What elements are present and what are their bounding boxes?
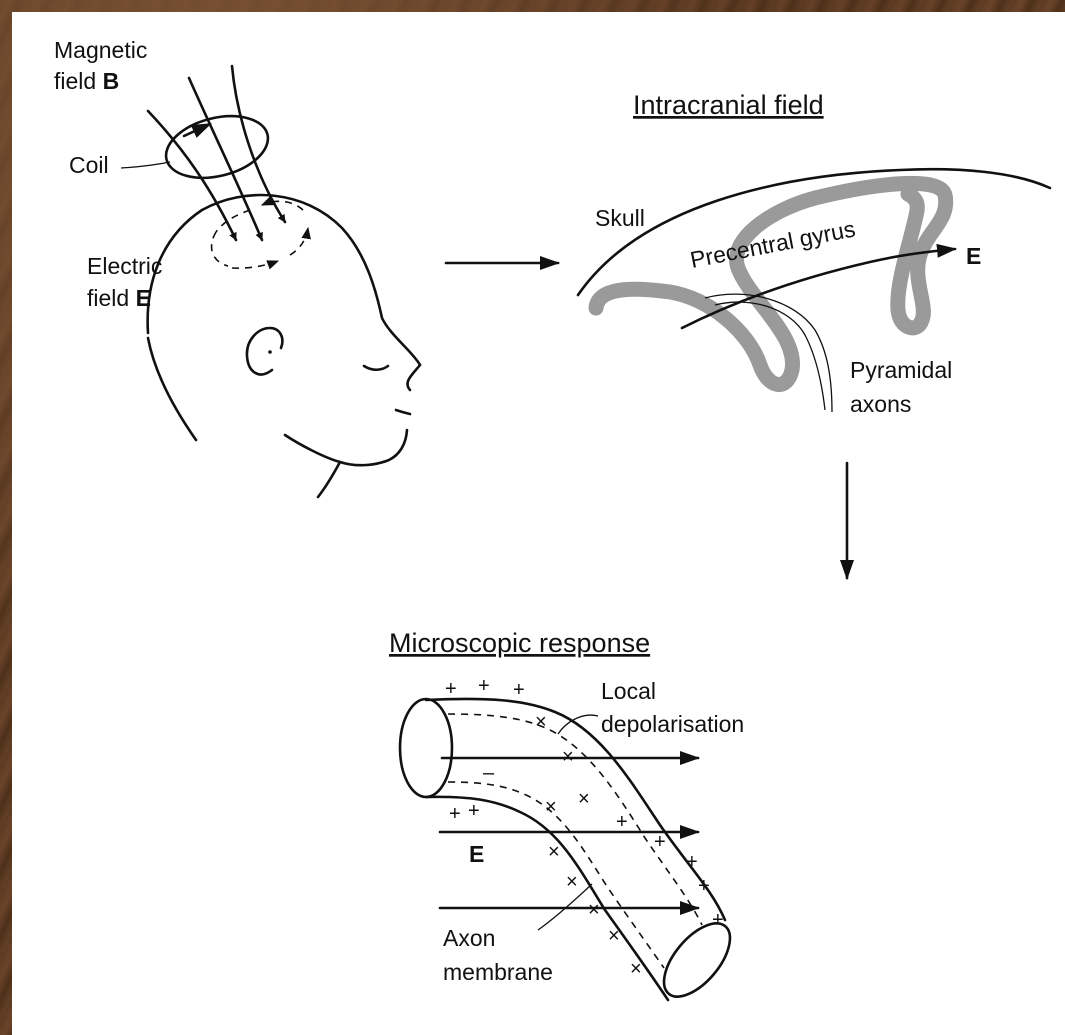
- svg-text:+: +: [513, 679, 525, 701]
- coil-label: Coil: [69, 152, 109, 178]
- svg-text:×: ×: [588, 899, 600, 921]
- local-label-line2: depolarisation: [601, 711, 744, 737]
- svg-text:×: ×: [548, 841, 560, 863]
- svg-text:×: ×: [578, 788, 590, 810]
- svg-text:–: –: [483, 762, 495, 784]
- coil-leader-line: [121, 162, 170, 168]
- magnetic-symbol: B: [103, 68, 120, 94]
- axon-label-line2: membrane: [443, 959, 553, 985]
- diagram-panel: Magnetic field B Coil Electric field E I…: [12, 12, 1065, 1035]
- svg-text:+: +: [445, 678, 457, 700]
- gyrus-label: Precentral gyrus: [688, 215, 857, 272]
- microscopic-title: Microscopic response: [389, 628, 650, 658]
- pyramidal-label-line1: Pyramidal: [850, 357, 952, 383]
- svg-text:+: +: [712, 909, 724, 931]
- svg-text:+: +: [698, 875, 710, 897]
- tms-diagram: Magnetic field B Coil Electric field E I…: [12, 12, 1065, 1035]
- svg-text:+: +: [468, 800, 480, 822]
- electric-label-line1: Electric: [87, 253, 162, 279]
- svg-text:×: ×: [608, 925, 620, 947]
- coil-icon: [160, 106, 275, 187]
- magnetic-field-lines: [148, 66, 285, 240]
- intracranial-title: Intracranial field: [633, 90, 824, 120]
- microscopic-e-symbol: E: [469, 841, 484, 867]
- local-label-line1: Local: [601, 678, 656, 704]
- axon-label-line1: Axon: [443, 925, 495, 951]
- svg-text:×: ×: [545, 796, 557, 818]
- svg-text:+: +: [449, 803, 461, 825]
- svg-text:×: ×: [566, 871, 578, 893]
- intracranial-e-symbol: E: [966, 243, 981, 269]
- svg-text:×: ×: [630, 958, 642, 980]
- gyrus-cross-section: [596, 183, 946, 384]
- head-figure: [148, 195, 420, 497]
- svg-text:+: +: [478, 675, 490, 697]
- skull-label: Skull: [595, 205, 645, 231]
- pyramidal-label-line2: axons: [850, 391, 911, 417]
- svg-text:+: +: [616, 811, 628, 833]
- svg-text:×: ×: [535, 711, 547, 733]
- svg-text:+: +: [654, 831, 666, 853]
- magnetic-label-line2: field B: [54, 68, 119, 94]
- svg-text:+: +: [686, 851, 698, 873]
- electric-symbol: E: [136, 285, 151, 311]
- svg-text:×: ×: [562, 746, 574, 768]
- magnetic-label-line1: Magnetic: [54, 37, 147, 63]
- electric-label-line2: field E: [87, 285, 151, 311]
